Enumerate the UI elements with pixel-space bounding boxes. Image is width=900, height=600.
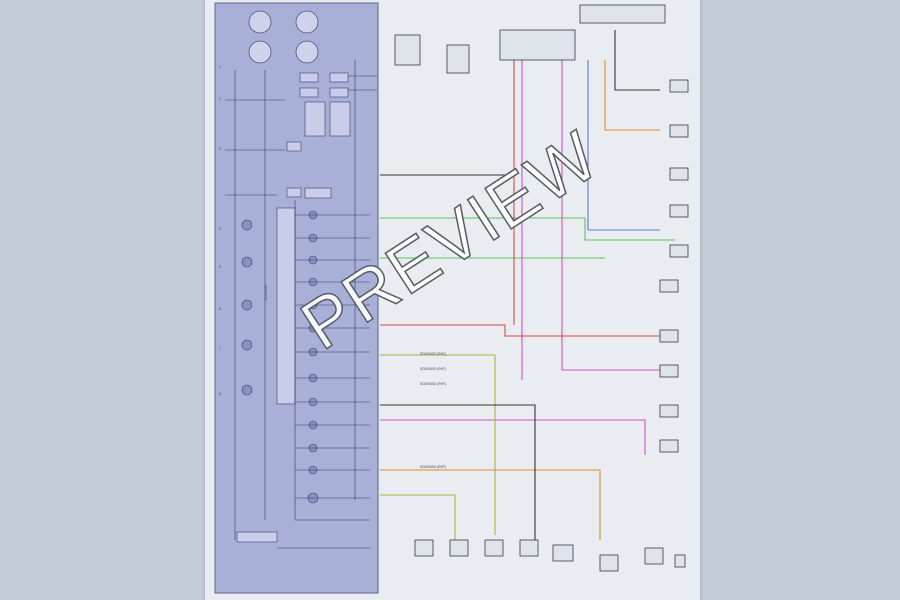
wiring-diagram: 1 2 3 4 5 6 7 8 [214,2,689,594]
cluster-module-label: CLUSTER [264,284,268,300]
connector-label: SOLENOID (RHT) [420,367,446,371]
components [394,4,689,572]
harness-wires [380,30,675,540]
svg-text:6: 6 [219,307,221,311]
svg-text:4: 4 [219,227,221,231]
cluster-indicator-lamps [241,210,319,504]
cluster-gauges [248,10,319,64]
connector-label: SOLENOID (RHT) [420,465,446,469]
svg-text:5: 5 [219,265,221,269]
cluster-pin-labels: 1 2 3 4 5 6 7 8 [219,65,221,396]
connector-label: SOLENOID (RHT) [420,352,446,356]
wiring-diagram-sheet: 1 2 3 4 5 6 7 8 [205,0,700,600]
svg-text:8: 8 [219,392,221,396]
connector-label: SOLENOID (RHT) [420,382,446,386]
instrument-cluster-panel [214,2,379,594]
cluster-internal-traces [225,60,377,549]
svg-text:3: 3 [219,147,221,151]
svg-text:7: 7 [219,347,221,351]
component-labels: SOLENOID (RHT) SOLENOID (RHT) SOLENOID (… [264,284,446,469]
cluster-internal-modules [236,72,351,543]
svg-text:2: 2 [219,97,221,101]
svg-text:1: 1 [219,65,221,69]
